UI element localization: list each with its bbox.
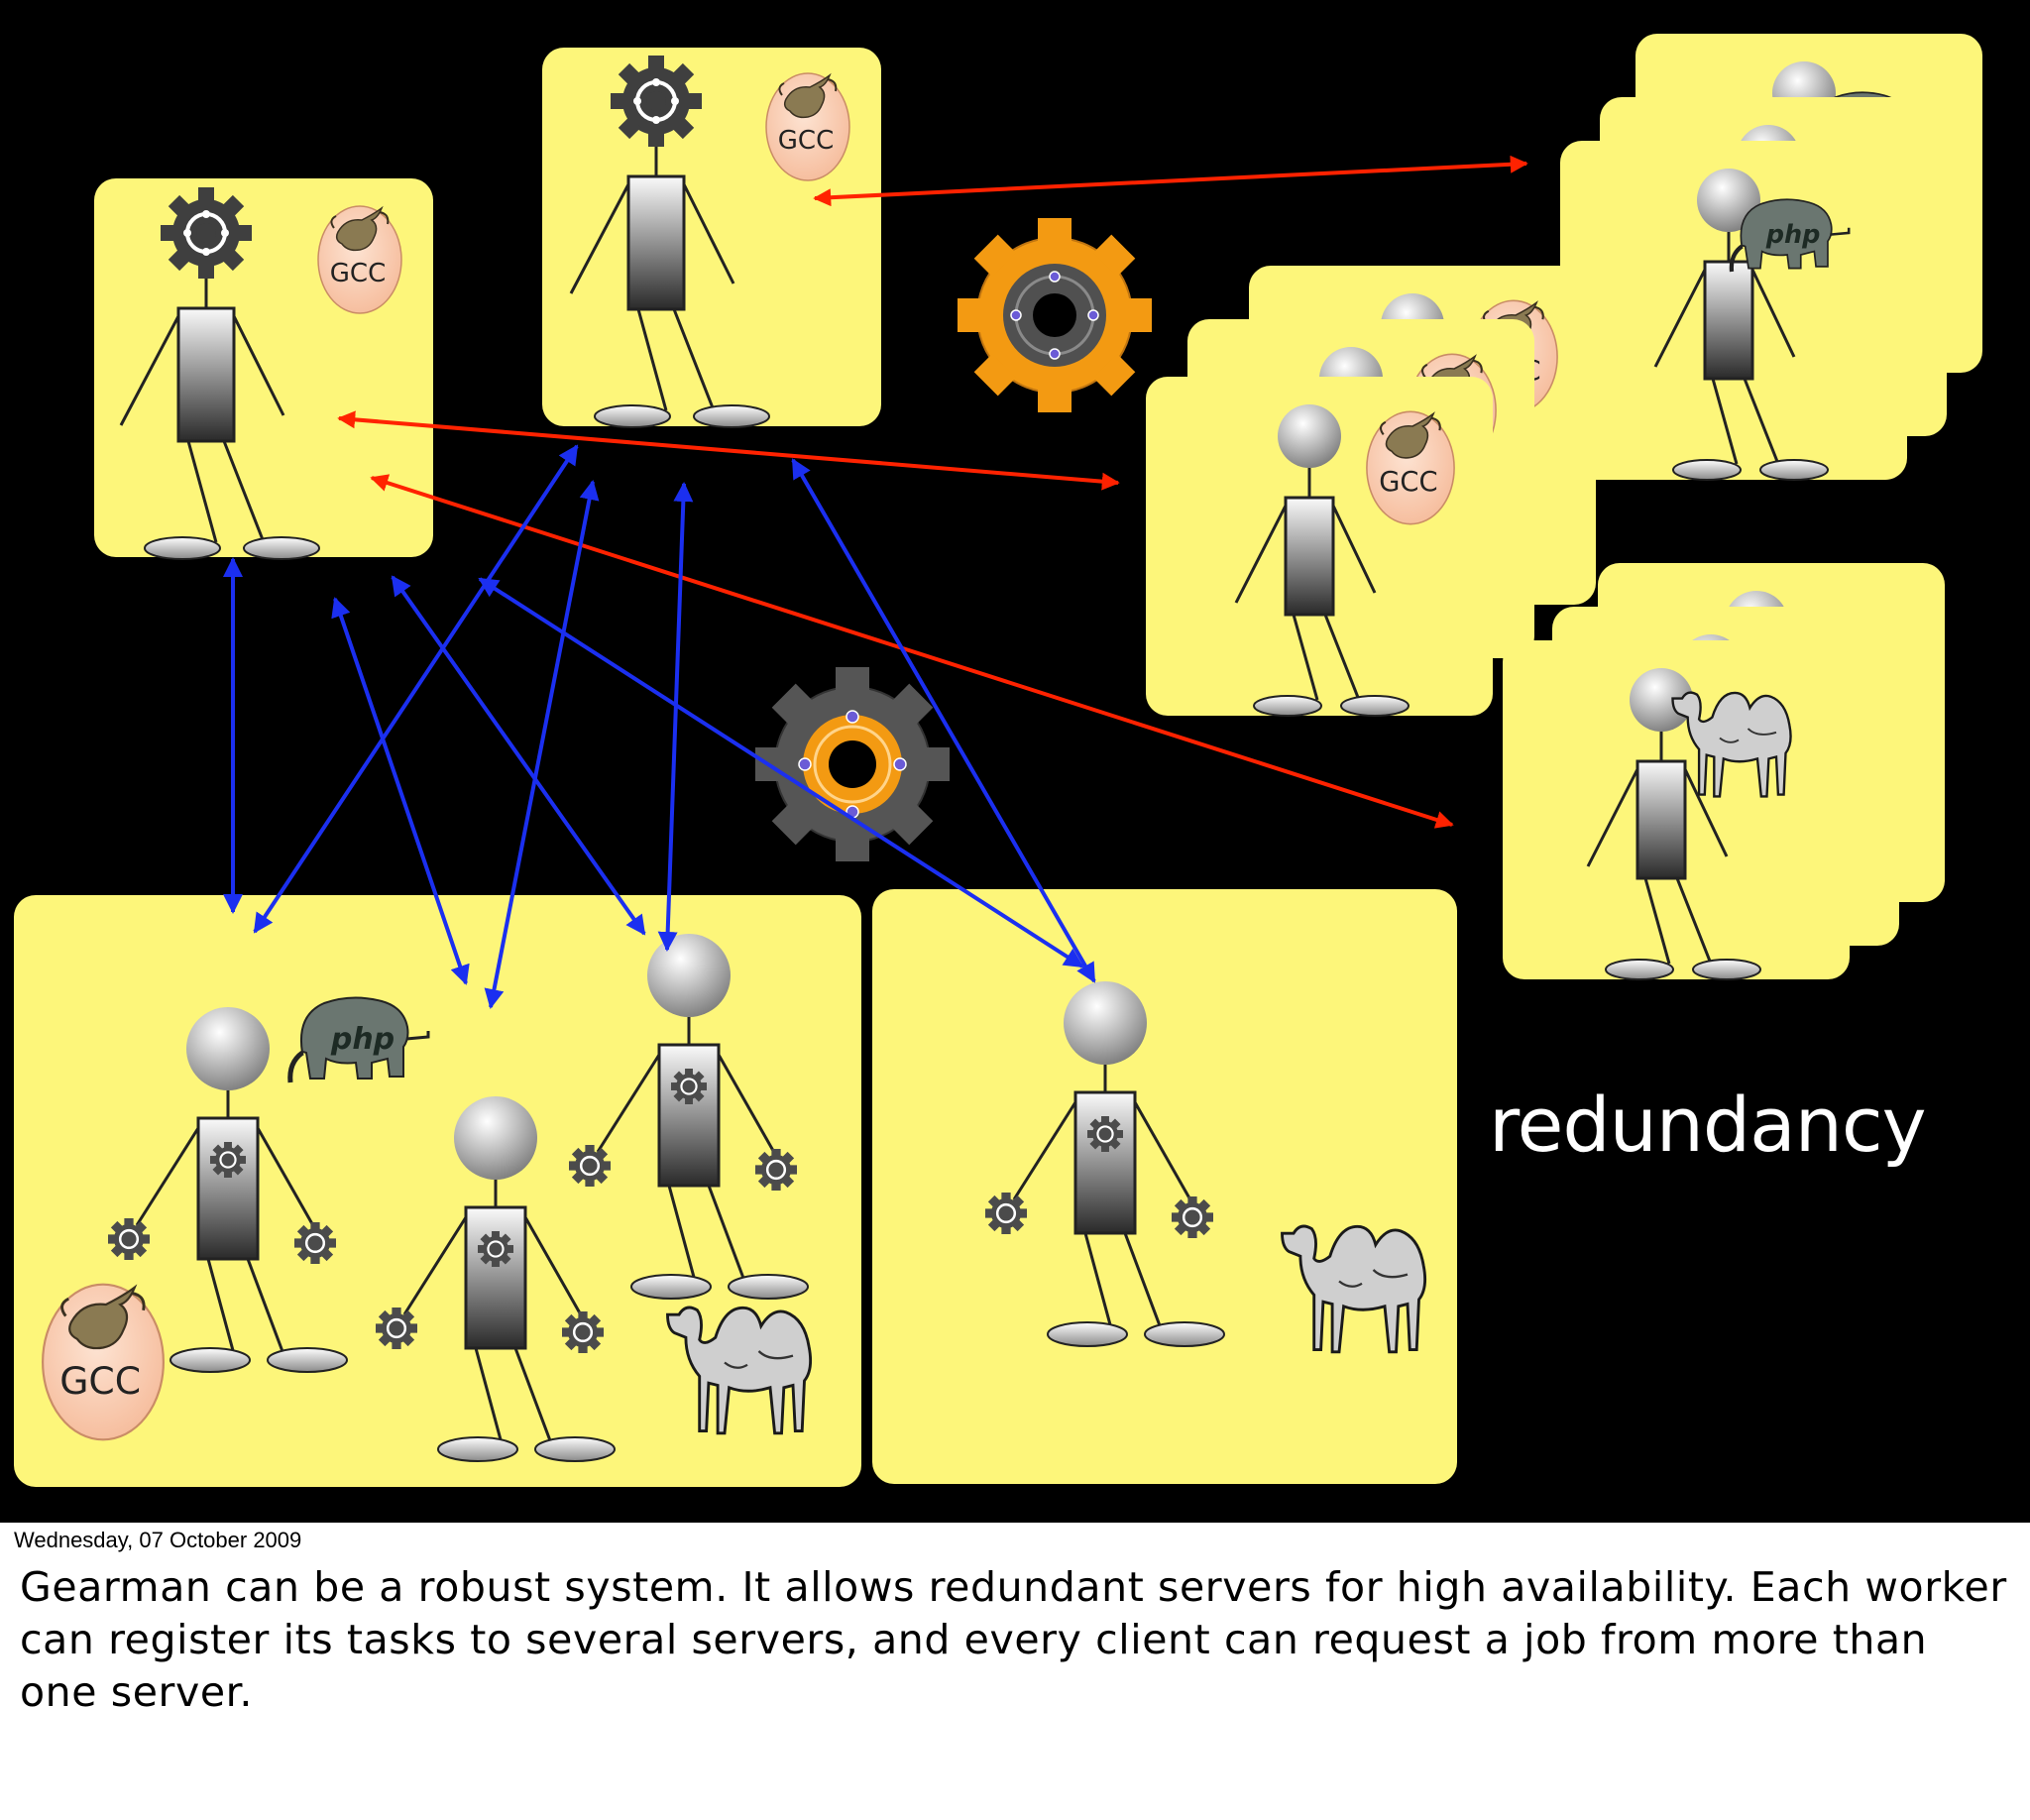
slide: GCC php	[0, 0, 2030, 1523]
gcc-gnu-logo-icon	[765, 72, 850, 181]
gcc-gnu-logo-icon	[41, 1283, 166, 1441]
gcc-gnu-logo-icon	[317, 205, 402, 314]
client-stack-php	[1560, 34, 1982, 480]
speaker-notes: Gearman can be a robust system. It allow…	[20, 1563, 2007, 1716]
date-stamp: Wednesday, 07 October 2009	[14, 1528, 302, 1552]
worker-panel-2	[872, 889, 1457, 1484]
gear-icon	[956, 216, 1154, 414]
server-worker-arrows	[223, 444, 1096, 1009]
gear-icon	[753, 665, 952, 863]
server-panel-1	[94, 178, 433, 559]
client-stack-perl	[1503, 563, 1945, 979]
slide-title: redundancy	[1489, 1081, 1927, 1169]
worker-panel-1	[14, 895, 861, 1487]
slide-diagram: GCC php	[14, 0, 2030, 1487]
server-panel-2	[542, 48, 881, 427]
